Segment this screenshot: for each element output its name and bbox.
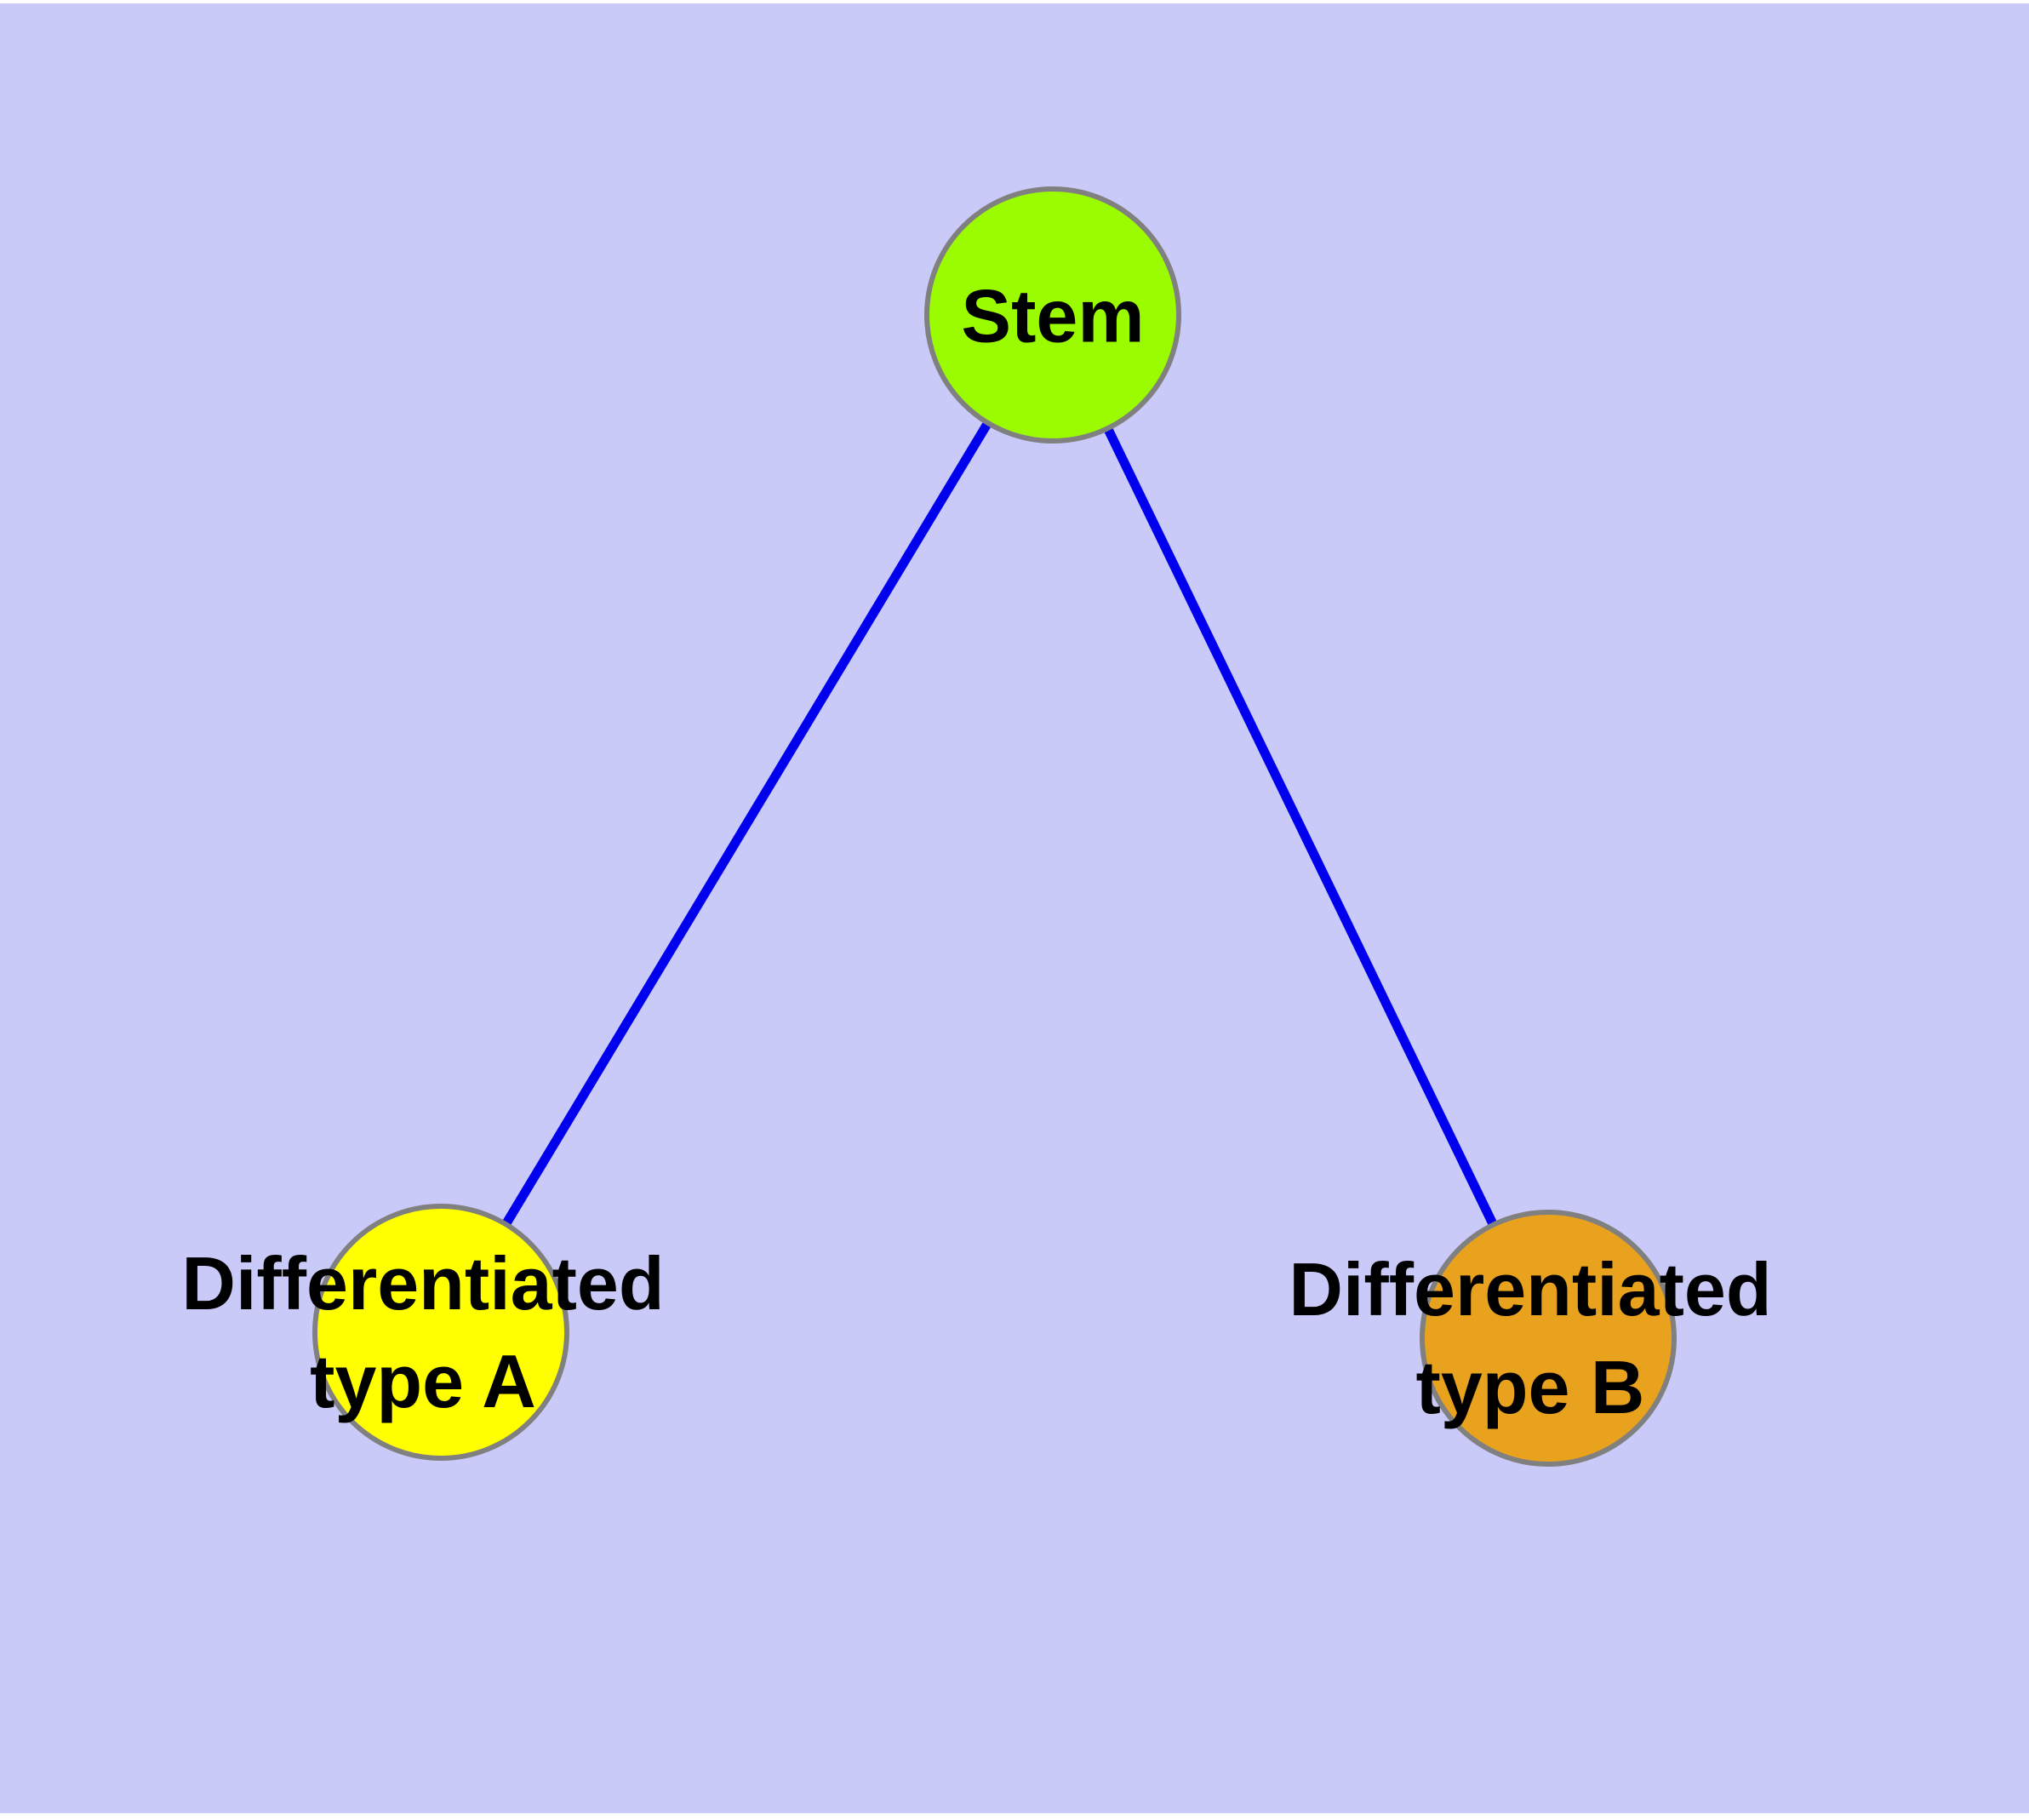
edge-stem-to-type-a bbox=[437, 312, 1057, 1335]
type-a-label-line-2: type A bbox=[310, 1339, 536, 1423]
stem-label-text: Stem bbox=[961, 273, 1145, 358]
edge-stem-to-type-b bbox=[1049, 312, 1552, 1341]
differentiated-type-b-node-label: Differentiated type B bbox=[1289, 1240, 1771, 1436]
type-b-label-line-1: Differentiated bbox=[1289, 1247, 1772, 1331]
differentiated-type-a-node-circle bbox=[312, 1204, 569, 1461]
differentiated-type-b-node-circle bbox=[1420, 1210, 1677, 1467]
differentiated-type-a-node-label: Differentiated type A bbox=[181, 1234, 664, 1430]
type-a-label-line-1: Differentiated bbox=[181, 1241, 665, 1325]
stem-node-circle bbox=[924, 186, 1181, 444]
stem-node-label: Stem bbox=[961, 267, 1144, 365]
type-b-label-line-2: type B bbox=[1415, 1345, 1645, 1429]
